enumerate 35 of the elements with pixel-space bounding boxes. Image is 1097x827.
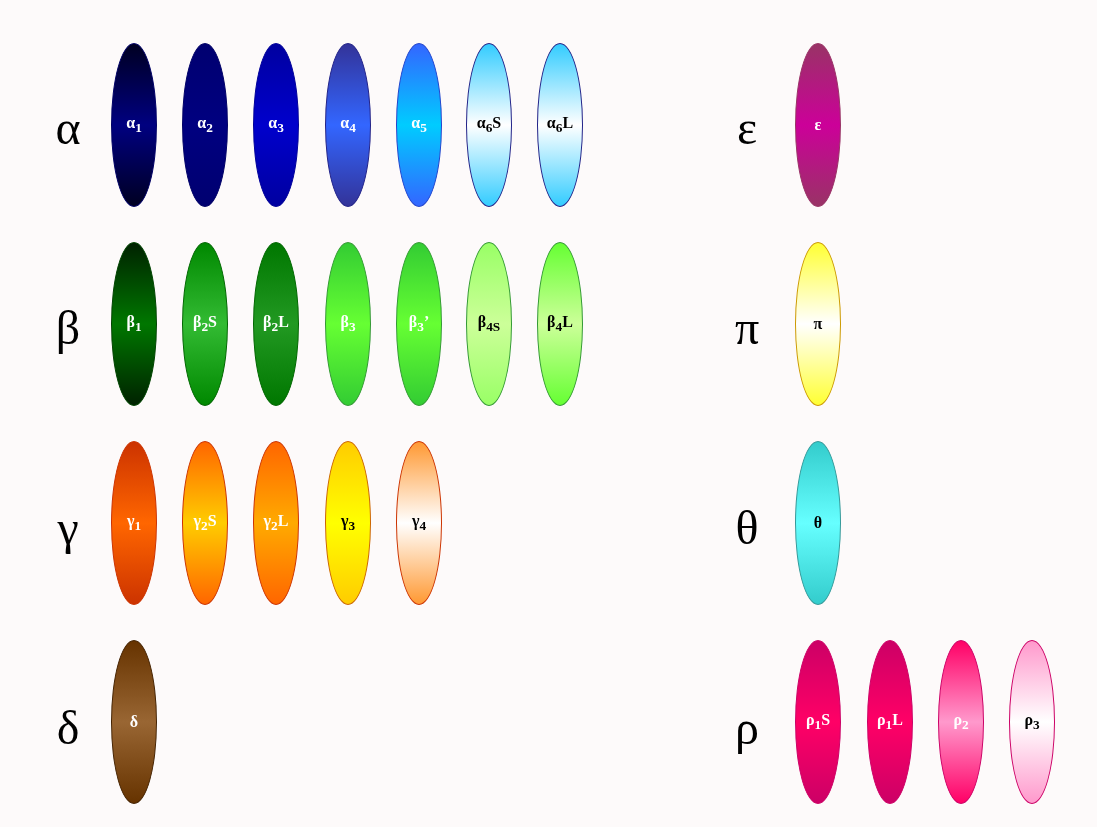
- subunit-label: π: [813, 315, 823, 333]
- subunit-label: γ$_{2}$L: [263, 511, 289, 535]
- subunit-label: β$_{3}$’: [408, 312, 430, 336]
- subunit-label: α$_{6}$L: [546, 113, 574, 137]
- subunit-label: α$_{5}$: [411, 113, 427, 137]
- family-letter: θ: [734, 504, 760, 552]
- subunit-label: β$_{3}$: [340, 312, 356, 336]
- family-letter: ε: [735, 104, 759, 152]
- subunit-label: ρ$_{1}$L: [877, 710, 903, 734]
- subunit-label: ρ$_{1}$S: [805, 710, 831, 734]
- subunit-label: θ: [813, 514, 823, 532]
- subunit-label: γ$_{3}$: [340, 511, 356, 535]
- family-letter: ρ: [734, 704, 760, 752]
- subunit-label: α$_{3}$: [268, 113, 284, 137]
- family-letter: β: [54, 304, 82, 352]
- subunit-label: β$_{1}$: [126, 312, 142, 336]
- family-letter: δ: [55, 704, 81, 752]
- family-letter: α: [54, 104, 82, 152]
- subunit-label: δ: [129, 713, 139, 731]
- family-letter: γ: [56, 504, 80, 552]
- family-letter: π: [733, 304, 761, 352]
- subunit-label: α$_{2}$: [197, 113, 213, 137]
- subunit-label: α$_{4}$: [340, 113, 356, 137]
- subunit-label: γ$_{4}$: [411, 511, 427, 535]
- subunit-label: β$_{2}$S: [193, 312, 217, 336]
- subunit-label: γ$_{1}$: [126, 511, 142, 535]
- subunit-label: α$_{6}$S: [476, 113, 502, 137]
- subunit-label: α$_{1}$: [126, 113, 142, 137]
- subunit-label: β$_{2}$L: [263, 312, 289, 336]
- subunit-label: ρ$_{3}$: [1024, 710, 1040, 734]
- subunit-label: ρ$_{2}$: [953, 710, 969, 734]
- subunit-label: β$_{4}$L: [547, 312, 573, 336]
- subunit-label: β$_{4S}$: [477, 312, 501, 336]
- subunit-label: γ$_{2}$S: [193, 511, 217, 535]
- subunit-label: ε: [814, 116, 822, 134]
